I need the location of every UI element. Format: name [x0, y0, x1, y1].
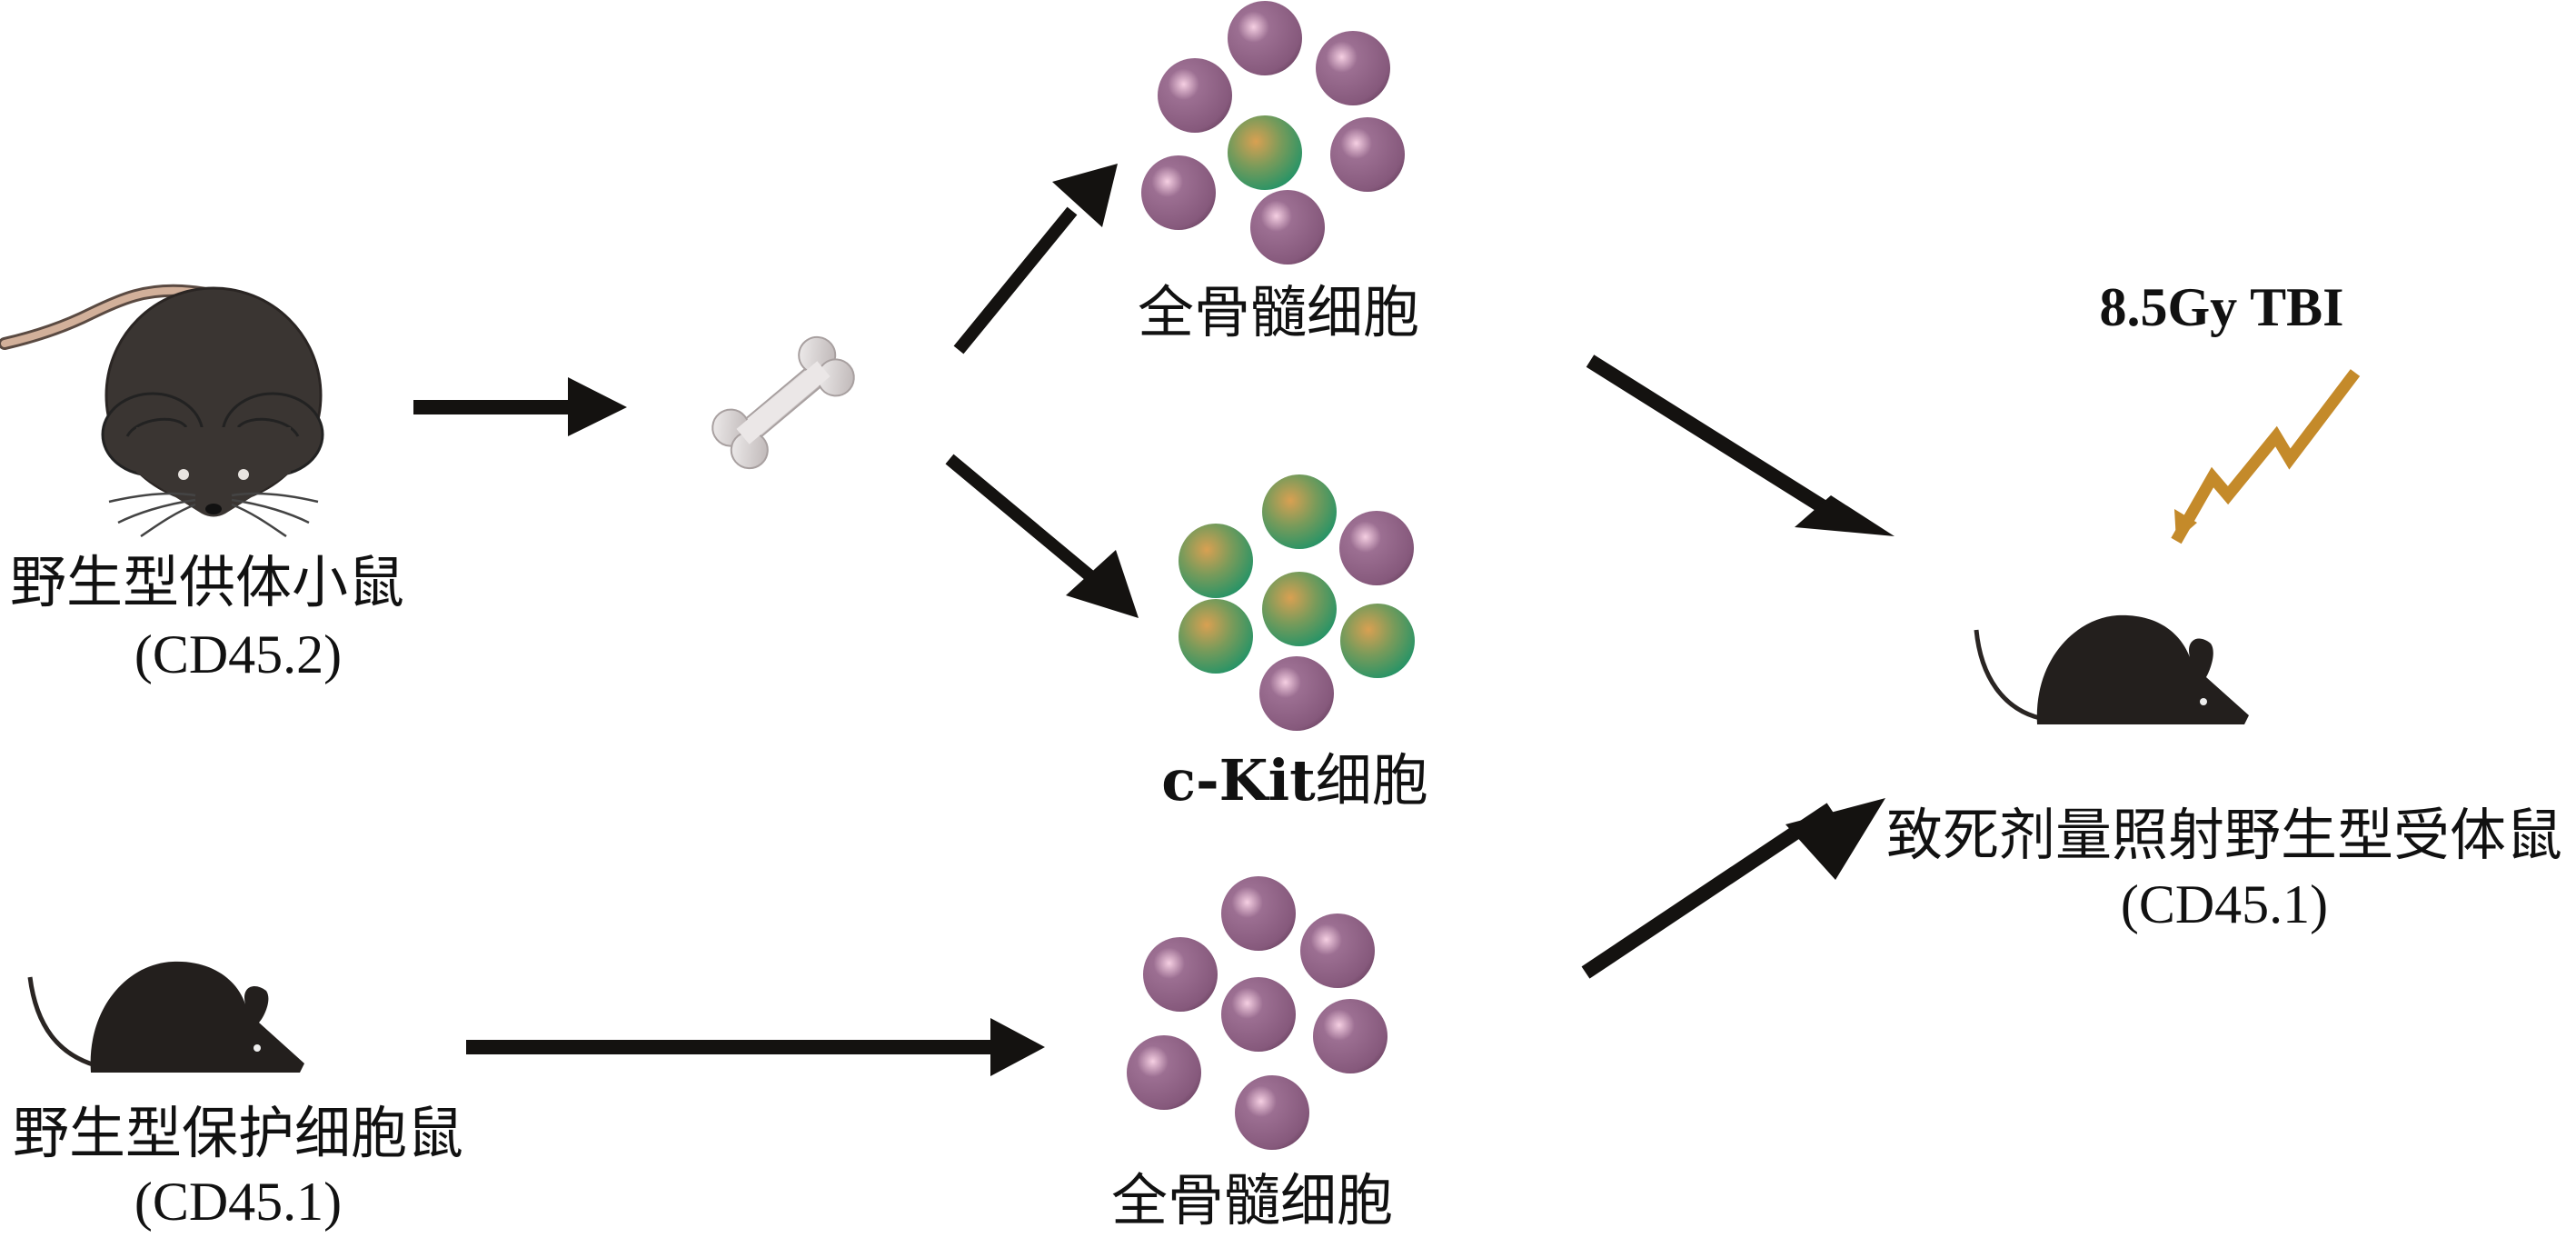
protector-mouse: 野生型保护细胞鼠 (CD45.1): [13, 961, 463, 1232]
bone-marrow-cell: [1316, 31, 1390, 105]
protector-mouse-cd-label: (CD45.1): [134, 1172, 342, 1232]
whole-bm-bottom-label: 全骨髓细胞: [1111, 1167, 1393, 1233]
recipient-mouse: 致死剂量照射野生型受体鼠 (CD45.1): [1886, 614, 2562, 934]
mouse-eye-right: [238, 469, 249, 480]
mouse-head: [136, 427, 291, 517]
bone-marrow-cell: [1158, 58, 1232, 133]
bone-marrow-cell: [1127, 1035, 1201, 1110]
mouse-nose: [205, 504, 222, 514]
mouse-side-silhouette-icon: [1974, 614, 2249, 724]
ckit-positive-cell: [1262, 572, 1337, 646]
mouse-top-view-icon: [0, 284, 324, 538]
mouse-tail: [1974, 629, 2041, 721]
arrow-protector-to-whole-bm: [466, 1018, 1045, 1076]
bone-icon: [711, 335, 855, 470]
irradiation-label: 8.5Gy TBI: [2100, 277, 2344, 337]
mouse-body: [2036, 614, 2249, 724]
whole-bm-cells-bottom: [1127, 876, 1387, 1150]
recipient-mouse-cd-label: (CD45.1): [2121, 874, 2328, 934]
ckit-positive-cell: [1179, 599, 1253, 674]
lightning-bolt-icon: [2171, 369, 2361, 544]
bone-marrow-cell: [1330, 117, 1405, 192]
donor-mouse: 野生型供体小鼠 (CD45.2): [0, 284, 404, 684]
bone-marrow-cell: [1141, 155, 1216, 230]
bone-marrow-cell: [1300, 914, 1375, 988]
mouse-tail: [27, 976, 96, 1068]
ckit-cells-label: c-Kit细胞: [1161, 747, 1428, 814]
bone-marrow-cell: [1259, 656, 1334, 731]
arrow-bone-to-ckit: [945, 454, 1139, 618]
bone-marrow-cell: [1221, 876, 1296, 951]
arrow-bone-to-whole-bm: [953, 164, 1118, 354]
donor-mouse-cd-label: (CD45.2): [134, 624, 342, 684]
ckit-positive-cell: [1228, 115, 1302, 190]
whole-bm-top-label: 全骨髓细胞: [1138, 279, 1419, 345]
bone-marrow-cell: [1228, 1, 1302, 75]
mouse-eye: [2200, 698, 2207, 705]
ckit-positive-cell: [1262, 474, 1337, 549]
mouse-eye: [254, 1044, 261, 1052]
donor-mouse-label: 野生型供体小鼠: [10, 549, 404, 615]
bone-marrow-cell: [1235, 1075, 1309, 1150]
mouse-whiskers: [108, 492, 319, 538]
arrow-whole-bm-to-recipient: [1586, 354, 1895, 536]
ckit-suffix: 细胞: [1316, 747, 1428, 814]
ckit-cells: [1179, 474, 1415, 731]
ckit-positive-cell: [1179, 524, 1253, 598]
bone-marrow-cell: [1143, 937, 1218, 1012]
whole-bm-cells-top: [1141, 1, 1405, 265]
mouse-body: [90, 961, 305, 1073]
bone-marrow-cell: [1313, 999, 1387, 1073]
arrow-donor-to-bone: [413, 377, 627, 436]
mouse-eye-left: [178, 469, 189, 480]
bone-marrow-cell: [1221, 977, 1296, 1052]
ckit-prefix: c-Kit: [1161, 747, 1316, 814]
protector-mouse-label: 野生型保护细胞鼠: [13, 1100, 463, 1166]
mouse-side-silhouette-icon: [27, 961, 305, 1073]
bone-marrow-cell: [1250, 190, 1325, 265]
bone-marrow-cell: [1339, 511, 1414, 585]
arrow-protector-bm-to-recipient: [1581, 798, 1885, 979]
recipient-mouse-label: 致死剂量照射野生型受体鼠: [1886, 802, 2562, 868]
ckit-positive-cell: [1340, 604, 1415, 678]
